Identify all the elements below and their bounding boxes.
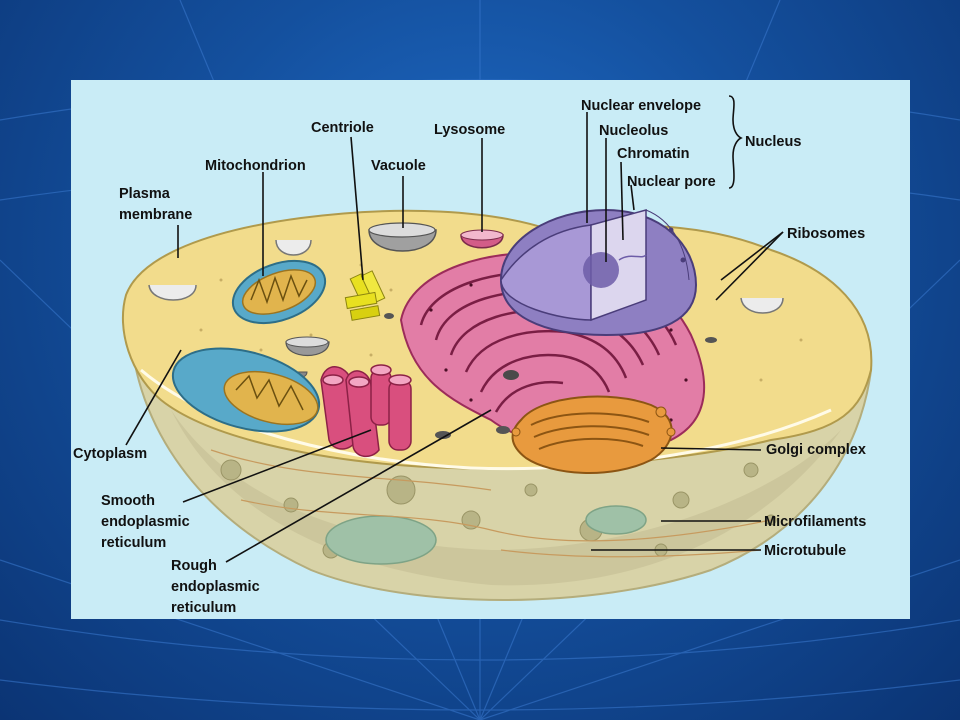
cell-diagram: Centriole Lysosome Nuclear envelope Nucl… [73, 95, 873, 616]
membrane-cup-2 [148, 284, 197, 301]
label-plasma-membrane-line2: membrane [119, 207, 192, 223]
mitochondrion-lower [171, 347, 321, 433]
leader-golgi [660, 447, 762, 451]
leader-chromatin [620, 161, 624, 241]
label-vacuole: Vacuole [371, 158, 426, 174]
label-smooth-er-line3: reticulum [101, 535, 166, 551]
label-microtubule: Microtubule [764, 543, 846, 559]
label-nuclear-envelope: Nuclear envelope [581, 98, 701, 114]
leader-ribosomes-a [720, 231, 784, 281]
label-ribosomes: Ribosomes [787, 226, 865, 242]
vacuole-rim [368, 222, 436, 238]
label-smooth-er-line1: Smooth [101, 493, 155, 509]
lower-mitochondrion-2 [585, 505, 647, 535]
label-nuclear-pore: Nuclear pore [627, 174, 716, 190]
label-rough-er-line2: endoplasmic [171, 579, 260, 595]
leader-rough-er [225, 409, 492, 563]
label-cytoplasm: Cytoplasm [73, 446, 147, 462]
leader-nuclear-pore [630, 184, 635, 211]
label-lysosome: Lysosome [434, 122, 505, 138]
membrane-cup-3 [740, 297, 784, 314]
label-microfilaments: Microfilaments [764, 514, 866, 530]
label-rough-er-line1: Rough [171, 558, 217, 574]
label-nucleolus: Nucleolus [599, 123, 668, 139]
label-chromatin: Chromatin [617, 146, 690, 162]
microfilament-strands [210, 449, 772, 558]
leader-ribosomes-b [715, 231, 784, 301]
lower-mitochondrion [325, 515, 437, 565]
mitochondrion-upper [231, 259, 327, 325]
leader-lines [125, 112, 784, 563]
nucleus [499, 208, 698, 337]
label-mitochondrion: Mitochondrion [205, 158, 306, 174]
nucleolus [583, 252, 619, 288]
smooth-endoplasmic-reticulum [320, 364, 412, 458]
label-smooth-er-line2: endoplasmic [101, 514, 190, 530]
membrane-cup [275, 239, 312, 256]
label-golgi-complex: Golgi complex [766, 442, 866, 458]
centriole [344, 270, 386, 321]
label-nucleus: Nucleus [745, 134, 801, 150]
surface-vesicles [384, 313, 717, 439]
leader-centriole [350, 136, 364, 281]
leader-cytoplasm [125, 349, 182, 446]
label-centriole: Centriole [311, 120, 374, 136]
surface-cup-rim [285, 336, 329, 348]
label-rough-er-line3: reticulum [171, 600, 236, 616]
label-plasma-membrane-line1: Plasma [119, 186, 171, 202]
golgi-complex [511, 395, 676, 474]
leader-smooth-er [182, 429, 372, 503]
nucleus-bracket [728, 95, 743, 189]
cell-diagram-panel: Centriole Lysosome Nuclear envelope Nucl… [71, 80, 910, 619]
